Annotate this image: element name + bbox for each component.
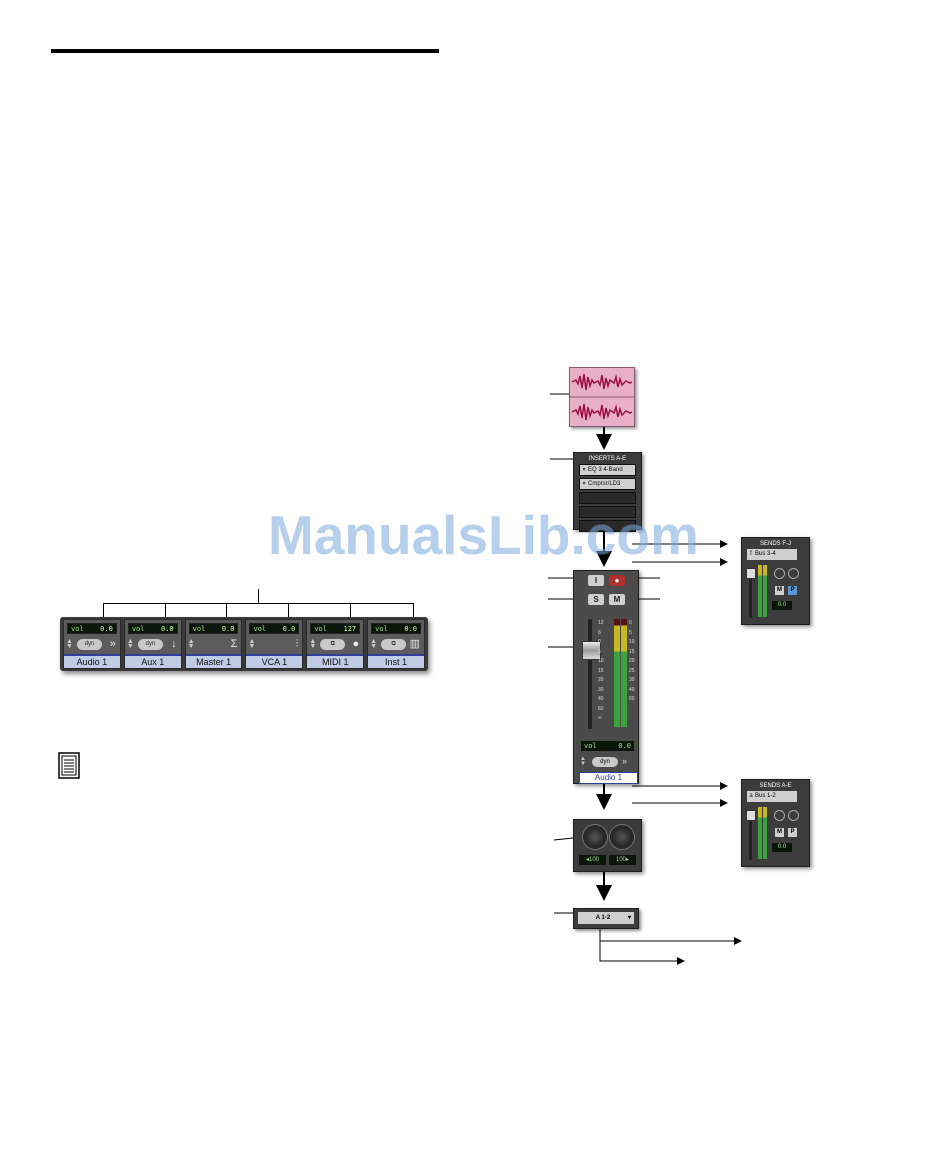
track-name[interactable]: Inst 1 (368, 654, 424, 668)
audio-waveform-region (569, 367, 635, 427)
up-down-arrows-icon[interactable]: ▲▼ (126, 638, 134, 650)
track-name[interactable]: Master 1 (185, 654, 242, 668)
sends-header: SENDS F-J (759, 541, 791, 547)
up-down-arrows-icon[interactable]: ▲▼ (187, 638, 195, 650)
level-meter-right (621, 619, 627, 727)
sends-header: SENDS A-E (759, 783, 792, 789)
automation-mode-button[interactable]: dyn (77, 639, 102, 650)
send-meter (758, 807, 762, 859)
instrument-track-icon: ▥ (409, 638, 420, 650)
insert-slot[interactable]: · (579, 506, 636, 518)
pan-left-display: ◂100 (579, 855, 606, 865)
volume-fader-track[interactable] (588, 619, 592, 729)
pan-knob-right-icon[interactable] (610, 825, 634, 849)
up-down-arrows-icon[interactable]: ▲▼ (309, 638, 317, 650)
insert-slot[interactable]: ▾Cmprsr/LD3 (579, 478, 636, 490)
up-down-arrows-icon[interactable]: ▲▼ (580, 756, 586, 767)
pan-knob-left-icon[interactable] (583, 825, 607, 849)
automation-mode-button[interactable]: dyn (592, 757, 618, 767)
midi-track-icon: ● (352, 638, 360, 650)
section-rule (51, 49, 439, 53)
midi-input-button[interactable]: ⧉ (320, 639, 346, 650)
solo-button[interactable]: S (588, 594, 604, 605)
send-pan-knob-icon[interactable] (774, 568, 785, 579)
output-selector[interactable]: A 1-2 ▾ (578, 912, 634, 924)
level-meter-left (614, 619, 620, 727)
signal-flow-lines (548, 393, 742, 965)
send-meter (763, 565, 767, 617)
send-pan-knob-icon[interactable] (774, 810, 785, 821)
send-pan-knob-icon[interactable] (788, 810, 799, 821)
pan-right-display: 100▸ (609, 855, 636, 865)
aux-track-icon: ↓ (171, 638, 177, 650)
audio-track-icon: » (622, 756, 628, 766)
inserts-panel: INSERTS A-E ▾EQ 3 4-Band ▾Cmprsr/LD3 · ·… (573, 452, 642, 532)
volume-fader[interactable] (582, 641, 601, 660)
track-name[interactable]: MIDI 1 (307, 654, 364, 668)
insert-slot[interactable]: ▾EQ 3 4-Band (579, 464, 636, 476)
track-name[interactable]: VCA 1 (246, 654, 303, 668)
insert-slot[interactable]: · (579, 520, 636, 532)
send-meter (758, 565, 762, 617)
waveform-icon (570, 373, 634, 421)
callout-line (258, 589, 259, 604)
send-level-display: 0.0 (772, 601, 792, 610)
note-icon (58, 752, 80, 779)
send-pan-knob-icon[interactable] (788, 568, 799, 579)
insert-slot[interactable]: · (579, 492, 636, 504)
midi-input-button[interactable]: ⧉ (381, 639, 407, 650)
track-name[interactable]: Audio 1 (579, 772, 638, 784)
send-level-display: 0.0 (772, 843, 792, 852)
send-pre-button[interactable]: P (788, 586, 797, 595)
audio-track-icon: » (109, 638, 116, 650)
track-name[interactable]: Aux 1 (124, 654, 181, 668)
up-down-arrows-icon[interactable]: ▲▼ (248, 638, 256, 650)
send-fader[interactable] (749, 810, 752, 860)
master-track-icon: Σ (230, 638, 238, 650)
send-fader-cap[interactable] (746, 568, 756, 579)
record-enable-button[interactable]: ● (609, 575, 625, 586)
send-fader[interactable] (749, 568, 752, 618)
output-panel: A 1-2 ▾ (573, 908, 639, 929)
send-fader-cap[interactable] (746, 810, 756, 821)
send-pre-button[interactable]: P (788, 828, 797, 837)
mute-button[interactable]: M (609, 594, 625, 605)
input-monitor-button[interactable]: I (588, 575, 604, 586)
send-meter (763, 807, 767, 859)
up-down-arrows-icon[interactable]: ▲▼ (66, 638, 73, 650)
callout-bracket (103, 603, 414, 604)
vca-track-icon: ⫶ (295, 638, 299, 650)
pan-panel: ◂100 100▸ (573, 819, 642, 872)
send-mute-button[interactable]: M (775, 828, 784, 837)
inserts-header: INSERTS A-E (588, 456, 627, 462)
track-name[interactable]: Audio 1 (64, 654, 120, 668)
automation-mode-button[interactable]: dyn (137, 639, 163, 650)
up-down-arrows-icon[interactable]: ▲▼ (370, 638, 378, 650)
send-mute-button[interactable]: M (775, 586, 784, 595)
watermark: ManualsLib.com (268, 504, 699, 566)
